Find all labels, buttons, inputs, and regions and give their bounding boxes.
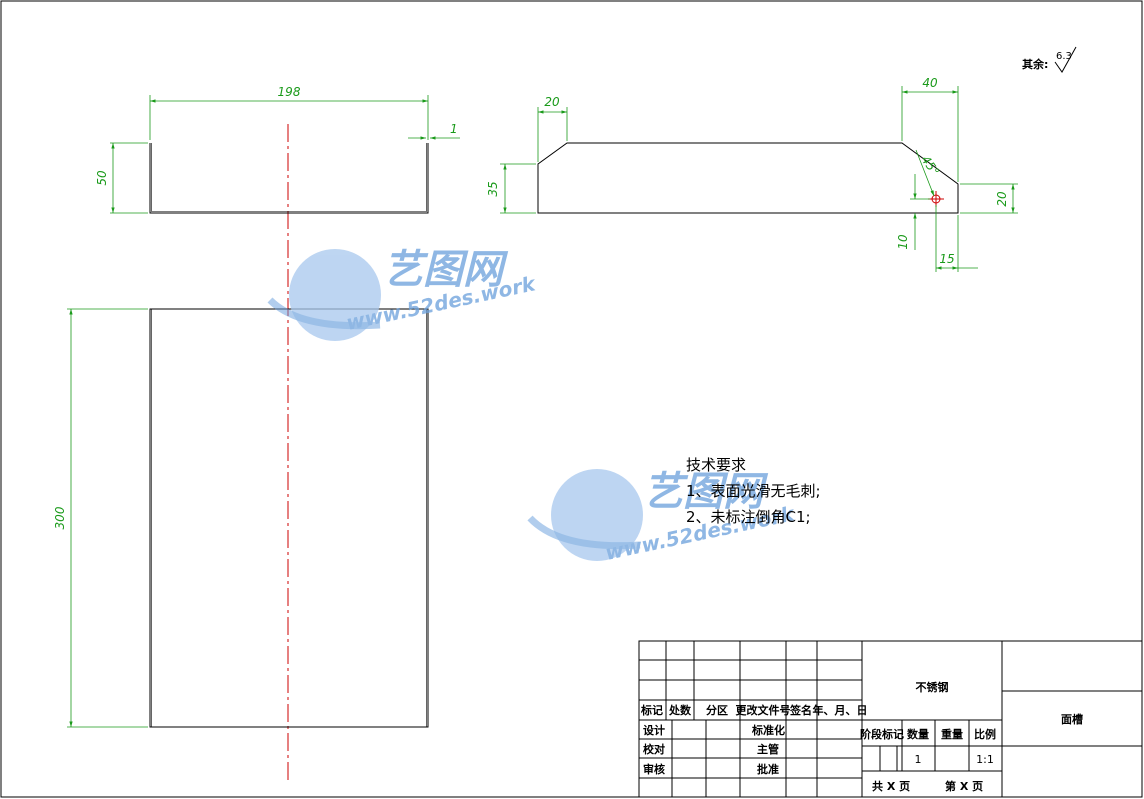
tech-requirements: 技术要求 1、表面光滑无毛刺; 2、未标注倒角C1; xyxy=(686,456,821,526)
material: 不锈钢 xyxy=(916,680,949,694)
rev-header-doc: 更改文件号 xyxy=(736,703,791,717)
top-view-dimensions xyxy=(110,95,460,214)
dim-front-height: 300 xyxy=(53,506,67,529)
roughness-value: 6.3 xyxy=(1056,51,1072,62)
label-check: 校对 xyxy=(643,742,665,756)
rev-header-date: 年、月、日 xyxy=(813,703,868,717)
top-view xyxy=(149,143,429,214)
title-block xyxy=(638,640,1143,798)
tech-requirement-item-2: 2、未标注倒角C1; xyxy=(686,508,811,526)
dim-side-hole-height: 10 xyxy=(896,234,910,250)
label-weight: 重量 xyxy=(941,727,963,741)
dim-side-left-height: 35 xyxy=(486,181,500,196)
scale-value: 1:1 xyxy=(976,753,994,766)
side-view-dimensions xyxy=(500,86,1018,272)
label-quantity: 数量 xyxy=(907,727,929,741)
side-view xyxy=(537,142,959,214)
roughness-symbol-icon xyxy=(1054,46,1077,73)
rev-header-mark: 标记 xyxy=(640,703,663,717)
label-approve: 批准 xyxy=(757,762,779,776)
watermark-1: 艺图网 www.52des.work xyxy=(267,247,539,341)
label-supervisor: 主管 xyxy=(757,742,779,756)
rev-header-zone: 分区 xyxy=(706,703,728,717)
watermark-2: 艺图网 www.52des.work xyxy=(527,469,798,565)
dim-side-right-height: 20 xyxy=(995,191,1009,207)
dim-side-hole-offset: 15 xyxy=(939,252,954,266)
label-scale: 比例 xyxy=(974,727,996,741)
label-review: 审核 xyxy=(643,762,665,776)
watermark-brand: 艺图网 xyxy=(383,247,509,293)
label-design: 设计 xyxy=(643,723,665,737)
part-name: 面槽 xyxy=(1061,712,1083,726)
rev-header-count: 处数 xyxy=(668,703,692,717)
total-sheets: 共 X 页 xyxy=(872,779,910,793)
quantity-value: 1 xyxy=(915,753,922,766)
label-stage-mark: 阶段标记 xyxy=(860,727,904,741)
front-view xyxy=(149,308,429,728)
sheet-number: 第 X 页 xyxy=(945,779,983,793)
dim-side-top-right: 40 xyxy=(922,76,938,90)
side-hole xyxy=(928,191,944,207)
rev-header-sign: 签名 xyxy=(789,703,812,717)
dim-top-width: 198 xyxy=(278,85,301,99)
tech-requirements-title: 技术要求 xyxy=(686,456,746,474)
dim-top-height: 50 xyxy=(95,170,109,186)
dim-side-angle: 45° xyxy=(918,153,942,178)
dim-side-chamfer-left: 20 xyxy=(544,95,560,109)
label-standardize: 标准化 xyxy=(751,723,785,737)
front-view-dimensions xyxy=(67,308,148,728)
watermark-brand-2: 艺图网 xyxy=(643,469,769,515)
tech-requirement-item-1: 1、表面光滑无毛刺; xyxy=(686,482,821,500)
title-block-text: 标记 处数 分区 更改文件号 签名 年、月、日 设计 标准化 校对 主管 审核 … xyxy=(640,680,1083,793)
dim-top-thickness: 1 xyxy=(450,122,458,136)
roughness-label: 其余: xyxy=(1022,57,1048,71)
roughness-note: 其余: 6.3 xyxy=(1022,46,1077,73)
